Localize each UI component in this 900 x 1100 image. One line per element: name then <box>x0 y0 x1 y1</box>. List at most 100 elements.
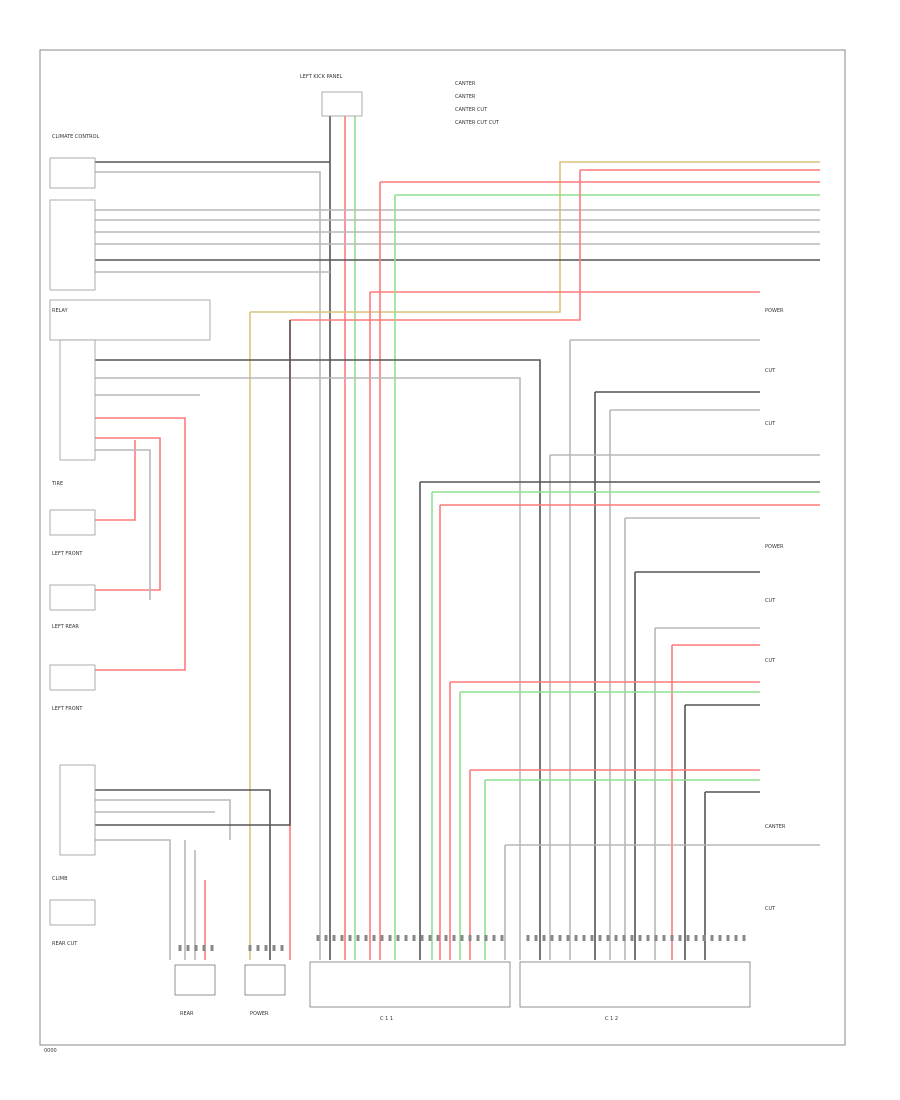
connector-pin <box>202 945 206 951</box>
connector-pin <box>436 935 440 941</box>
right-label-4: POWER <box>765 544 784 550</box>
connector-pin <box>256 945 260 951</box>
connector-pin <box>492 935 496 941</box>
wires <box>95 115 820 960</box>
legend-item-1: CANTER <box>455 81 476 87</box>
connector-pin <box>590 935 594 941</box>
connector-pin <box>662 935 666 941</box>
connector-pin <box>186 945 190 951</box>
wire-bl-black-2 <box>95 320 291 826</box>
footer-code: 0000 <box>44 1048 57 1054</box>
connector-pin <box>702 935 706 941</box>
connector-pin <box>468 935 472 941</box>
connector-pin <box>686 935 690 941</box>
connector-pin <box>606 935 610 941</box>
legend: CANTER CANTER CANTER CUT CANTER CUT CUT <box>455 81 500 126</box>
connector-pin <box>694 935 698 941</box>
diagram-frame <box>39 49 846 1046</box>
connector-pin <box>194 945 198 951</box>
bottom-connector-c12 <box>519 961 751 1008</box>
connector-pin <box>210 945 214 951</box>
connector-pin <box>670 935 674 941</box>
connector-pin <box>348 935 352 941</box>
top-connector-label: LEFT KICK PANEL <box>300 74 343 80</box>
legend-item-2: CANTER <box>455 94 476 100</box>
connector-pin <box>638 935 642 941</box>
connector-pin <box>742 935 746 941</box>
wire-bus-gray-1 <box>95 171 321 960</box>
connector-pin <box>678 935 682 941</box>
right-label-1: POWER <box>765 308 784 314</box>
left-module-3-label: RELAY <box>52 308 69 314</box>
connector-pin <box>324 935 328 941</box>
right-label-2: CUT <box>765 368 776 374</box>
left-module-8-label: LEFT FRONT <box>52 706 83 712</box>
left-module-7 <box>49 664 96 691</box>
connector-pin <box>428 935 432 941</box>
wire-mid-black-1 <box>95 359 541 960</box>
connector-pin <box>332 935 336 941</box>
connector-pin <box>388 935 392 941</box>
connector-pin <box>630 935 634 941</box>
connector-pin <box>316 935 320 941</box>
left-module-6-label: LEFT FRONT <box>52 551 83 557</box>
connector-pin <box>178 945 182 951</box>
top-connector <box>321 91 363 117</box>
bottom-connector-b-label: POWER <box>250 1011 269 1017</box>
connector-pin <box>718 935 722 941</box>
legend-item-3: CANTER CUT <box>455 107 488 113</box>
left-module-11-label: REAR CUT <box>52 941 78 947</box>
right-label-7: CANTER <box>765 824 786 830</box>
connector-pin <box>396 935 400 941</box>
connector-pin <box>550 935 554 941</box>
left-module-6 <box>49 584 96 611</box>
wire-bus-yellow-1 <box>250 161 820 313</box>
connector-pin <box>598 935 602 941</box>
left-module-3 <box>49 299 211 341</box>
connector-pin <box>280 945 284 951</box>
connector-pin <box>412 935 416 941</box>
left-module-2 <box>49 199 96 291</box>
wire-bl-gray-1 <box>95 799 231 840</box>
connector-pin <box>452 935 456 941</box>
connector-pin <box>356 935 360 941</box>
connector-pin <box>614 935 618 941</box>
left-module-10-label: CLIMB <box>52 876 68 882</box>
connector-pin <box>484 935 488 941</box>
connector-pin <box>526 935 530 941</box>
connector-pin <box>420 935 424 941</box>
bottom-connector-c11 <box>309 961 511 1008</box>
bottom-connector-c11-label: C 1 1 <box>380 1016 393 1022</box>
connector-pin <box>574 935 578 941</box>
legend-item-4: CANTER CUT CUT <box>455 120 500 126</box>
wire-bus-red-4 <box>290 170 581 321</box>
connector-pin <box>444 935 448 941</box>
connector-pin <box>404 935 408 941</box>
right-label-5: CUT <box>765 598 776 604</box>
connector-pin <box>542 935 546 941</box>
bottom-connector-b <box>244 964 286 996</box>
connector-pin <box>566 935 570 941</box>
pin-markers <box>178 935 746 951</box>
bottom-connector-a <box>174 964 216 996</box>
connector-pin <box>710 935 714 941</box>
connector-pin <box>372 935 376 941</box>
left-module-4 <box>59 339 96 461</box>
wire-bl-gray-3 <box>95 839 171 960</box>
connector-pin <box>726 935 730 941</box>
left-module-1 <box>49 157 96 189</box>
components: LEFT KICK PANEL CANTER CANTER CANTER CUT… <box>44 74 786 1054</box>
right-label-8: CUT <box>765 906 776 912</box>
wire-mid-red-2 <box>95 437 161 591</box>
connector-pin <box>364 935 368 941</box>
wire-mid-gray-3 <box>95 449 151 600</box>
connector-pin <box>558 935 562 941</box>
wire-bl-black-1 <box>95 789 271 960</box>
right-label-6: CUT <box>765 658 776 664</box>
wire-mid-red-3 <box>95 440 136 521</box>
wire-mid-red-1 <box>95 417 186 671</box>
connector-pin <box>534 935 538 941</box>
left-module-9 <box>59 764 96 856</box>
connector-pin <box>476 935 480 941</box>
